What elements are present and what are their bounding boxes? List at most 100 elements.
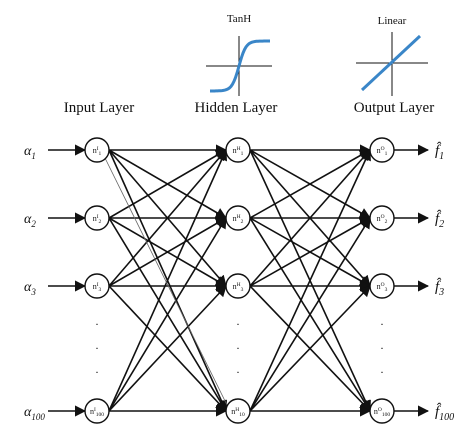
node-label-sup: I: [97, 146, 99, 152]
node-label-sub: 3: [99, 287, 102, 293]
node-label-sub: 100: [96, 412, 105, 418]
node-label-sub: 1: [385, 151, 388, 157]
node-label-sub: 10: [239, 412, 245, 418]
node-label: nO1: [377, 146, 388, 157]
node-circle: [225, 273, 251, 299]
input-label-base: α: [24, 212, 32, 227]
ellipsis-dot: ·: [380, 365, 384, 379]
node-label-sup: H: [237, 146, 241, 152]
ellipsis-dot: ·: [236, 341, 240, 355]
node-O-2: nO2: [369, 205, 395, 231]
connections: [104, 144, 372, 417]
node-label-sub: 1: [241, 151, 244, 157]
node-label-sup: O: [381, 214, 385, 220]
node-label: nO2: [377, 214, 388, 225]
connection-0-2-0: [108, 149, 227, 287]
input-label-sub: 3: [30, 287, 36, 297]
node-circle: [84, 273, 110, 299]
connection-1-2-1: [249, 217, 371, 287]
connection-0-2-1: [108, 217, 227, 287]
node-label-prefix: n: [93, 282, 97, 291]
node-label-sup: H: [237, 214, 241, 220]
node-label-prefix: n: [377, 282, 381, 291]
node-O-3: nO3: [369, 273, 395, 299]
input-label-base: α: [24, 405, 32, 420]
linear-activation-icon: [356, 32, 428, 96]
node-label-prefix: n: [233, 146, 237, 155]
output-label-sub: 3: [438, 287, 444, 298]
input-label-base: α: [24, 280, 32, 295]
node-label-prefix: n: [93, 214, 97, 223]
connection-0-3-0: [108, 148, 227, 412]
output-label-base: f̂: [435, 278, 442, 295]
output-label: f̂2: [435, 210, 444, 230]
input-label: α100: [24, 405, 45, 422]
node-label-sub: 3: [241, 287, 244, 293]
node-label-sup: O: [381, 282, 385, 288]
ellipsis-group: ·········: [95, 317, 384, 379]
input-label-sub: 100: [31, 412, 45, 422]
node-label-prefix: n: [374, 407, 378, 416]
output-label-sub: 100: [439, 412, 454, 423]
node-label-sub: 2: [241, 219, 244, 225]
ellipsis-dot: ·: [95, 341, 99, 355]
node-circle: [225, 398, 251, 424]
ellipsis-dot: ·: [236, 365, 240, 379]
node-label-prefix: n: [233, 282, 237, 291]
connection-1-3-1: [249, 217, 371, 412]
ellipsis-dot: ·: [236, 317, 240, 331]
node-H-1: nH1: [225, 137, 251, 163]
node-label: nI2: [93, 214, 102, 225]
node-H-10: nH10: [225, 398, 251, 424]
activation-title-linear: Linear: [378, 15, 407, 27]
layer-title-input: Input Layer: [64, 100, 134, 116]
node-I-1: nI1: [84, 137, 110, 163]
layer-title-hidden: Hidden Layer: [195, 100, 278, 116]
input-label: α2: [24, 212, 36, 229]
node-circle: [84, 137, 110, 163]
output-label: f̂3: [435, 278, 444, 298]
node-label: nH1: [233, 146, 244, 157]
output-label-base: f̂: [435, 210, 442, 227]
node-label-sup: I: [97, 282, 99, 288]
node-label: nH3: [233, 282, 244, 293]
connection-1-1-0: [249, 149, 371, 219]
node-label-sup: H: [235, 407, 239, 413]
activation-title-tanh: TanH: [227, 13, 251, 25]
node-label-prefix: n: [231, 407, 235, 416]
output-label-base: f̂: [435, 142, 442, 159]
thin-connection: [104, 157, 229, 408]
node-circle: [84, 398, 110, 424]
output-label: f̂1: [435, 142, 444, 162]
output-label-sub: 1: [439, 151, 444, 162]
node-circle: [369, 137, 395, 163]
node-circle: [225, 205, 251, 231]
node-I-3: nI3: [84, 273, 110, 299]
node-label: nO100: [374, 407, 390, 418]
connection-1-2-0: [249, 149, 371, 287]
node-circle: [225, 137, 251, 163]
input-label: α3: [24, 280, 36, 297]
node-label-prefix: n: [377, 214, 381, 223]
ellipsis-dot: ·: [95, 365, 99, 379]
connection-1-3-2: [249, 285, 371, 412]
node-label: nI100: [90, 407, 104, 418]
node-label-prefix: n: [93, 146, 97, 155]
node-circle: [369, 398, 395, 424]
node-circle: [84, 205, 110, 231]
node-label-sub: 3: [385, 287, 388, 293]
input-label-base: α: [24, 144, 32, 159]
node-I-2: nI2: [84, 205, 110, 231]
connection-0-3-2: [108, 285, 227, 412]
input-label-sub: 1: [31, 151, 36, 161]
node-label: nH10: [231, 407, 245, 418]
input-label-sub: 2: [31, 219, 36, 229]
node-O-1: nO1: [369, 137, 395, 163]
node-label-sub: 1: [99, 151, 102, 157]
ellipsis-dot: ·: [380, 317, 384, 331]
node-O-100: nO100: [369, 398, 395, 424]
node-label: nH2: [233, 214, 244, 225]
node-label-sup: I: [94, 407, 96, 413]
